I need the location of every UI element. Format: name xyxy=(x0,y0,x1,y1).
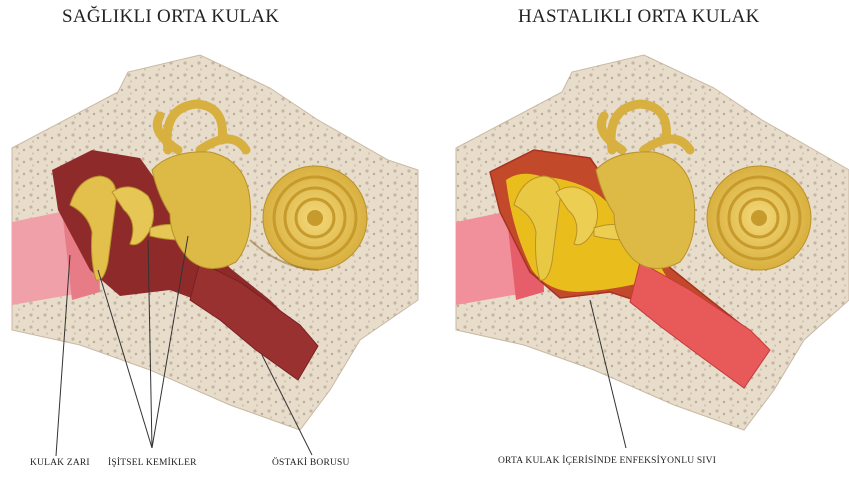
healthy-ear-illustration xyxy=(12,55,418,456)
eardrum-label: KULAK ZARI xyxy=(30,458,90,468)
diseased-ear-illustration xyxy=(456,55,849,448)
ossicles-label: İŞİTSEL KEMİKLER xyxy=(108,458,197,468)
cochlea xyxy=(263,166,367,270)
eustachian-tube-label: ÖSTAKİ BORUSU xyxy=(272,458,350,468)
infected-fluid-label: ORTA KULAK İÇERİSİNDE ENFEKSİYONLU SIVI xyxy=(498,456,716,466)
cochlea-diseased xyxy=(707,166,811,270)
